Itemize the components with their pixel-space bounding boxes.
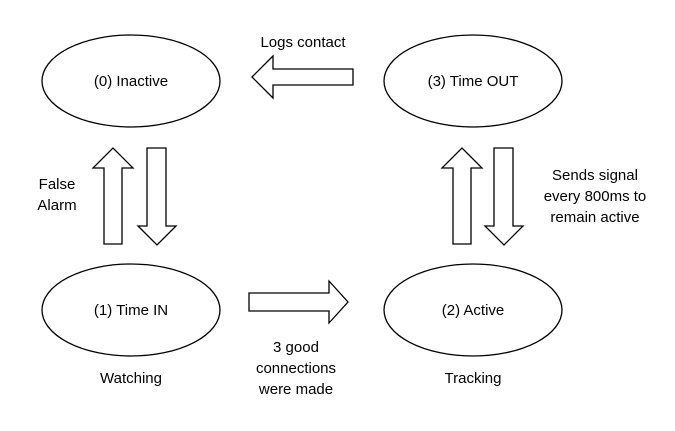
state-active: (2) Active: [383, 263, 563, 357]
state-time-in-shape: [41, 263, 221, 357]
label-sends-signal-line-3: remain active: [550, 209, 639, 226]
label-false-alarm-line-1: False: [39, 176, 76, 193]
state-inactive-label: (0) Inactive: [94, 73, 168, 90]
state-active-shape: [383, 263, 563, 357]
state-active-label: (2) Active: [442, 302, 505, 319]
state-inactive-shape: [41, 34, 221, 128]
label-good-connections-line-3: were made: [258, 381, 333, 398]
label-sends-signal-line-2: every 800ms to: [544, 188, 647, 205]
state-time-in-label: (1) Time IN: [94, 302, 168, 319]
state-time-out-shape: [383, 34, 563, 128]
label-sends-signal-line-1: Sends signal: [552, 167, 638, 184]
arrow-timeout-to-active: [483, 147, 525, 246]
arrow-timein-to-inactive: [91, 147, 135, 245]
state-time-out: (3) Time OUT: [383, 34, 563, 128]
label-logs-contact: Logs contact: [260, 34, 346, 51]
label-good-connections-line-1: 3 good: [273, 339, 319, 356]
label-watching: Watching: [100, 370, 162, 387]
label-false-alarm-line-2: Alarm: [37, 197, 76, 214]
arrow-timein-to-active: [248, 279, 349, 325]
label-tracking: Tracking: [445, 370, 502, 387]
label-good-connections-line-2: connections: [256, 360, 336, 377]
arrow-inactive-to-timein: [136, 147, 178, 246]
state-inactive: (0) Inactive: [41, 34, 221, 128]
state-time-out-label: (3) Time OUT: [428, 73, 519, 90]
state-time-in: (1) Time IN: [41, 263, 221, 357]
arrow-active-to-timeout: [440, 147, 484, 245]
arrow-timeout-to-inactive: [251, 54, 354, 100]
